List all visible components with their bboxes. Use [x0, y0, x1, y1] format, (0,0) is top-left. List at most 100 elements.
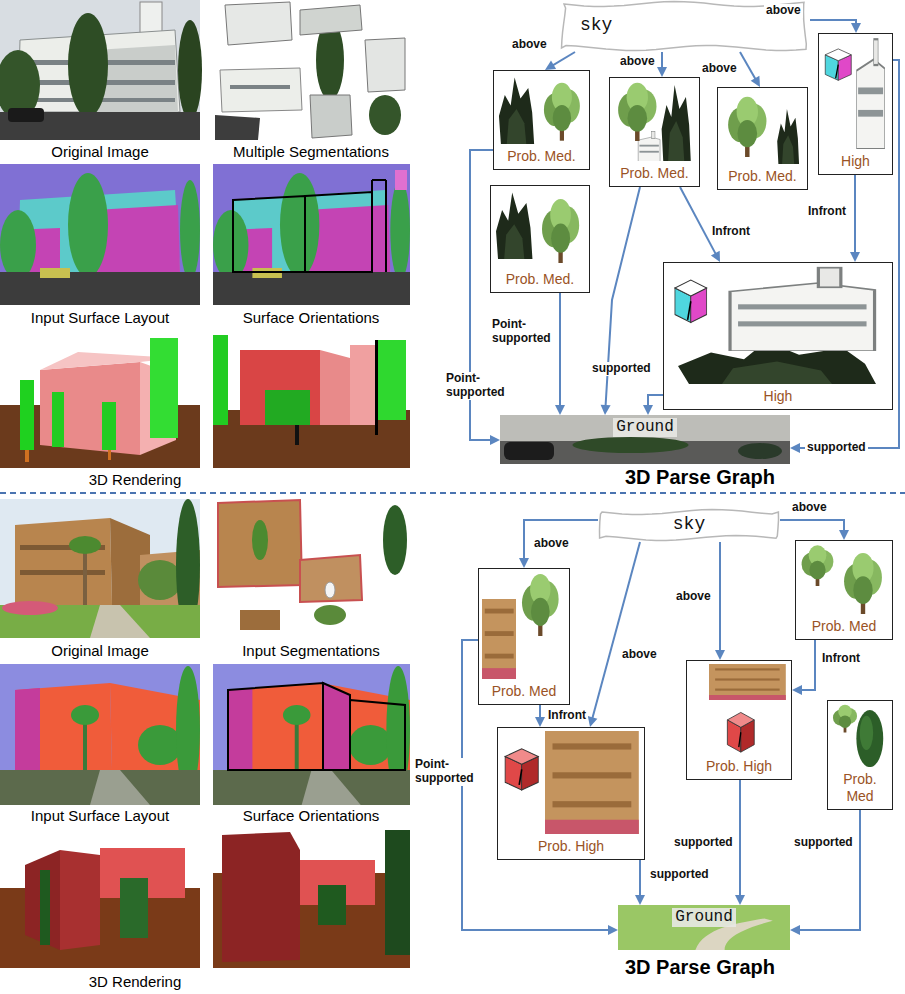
icon-shape — [545, 731, 639, 834]
node-label: Ground — [613, 418, 677, 437]
arrow-head — [850, 252, 860, 262]
illustration-shape — [222, 832, 300, 962]
illustration-shape — [350, 700, 405, 770]
tree-icon — [541, 81, 583, 141]
relation-arrow — [735, 780, 745, 905]
relation-label: Infront — [546, 709, 588, 723]
connector-line — [639, 860, 641, 897]
illustration-shape — [213, 335, 228, 425]
illustration-shape — [314, 605, 346, 625]
relation-label: above — [510, 38, 549, 52]
redcube-icon — [724, 705, 758, 755]
segment-box: Prob. Med. — [717, 87, 808, 190]
icon-shape — [496, 193, 532, 260]
icon-shape — [738, 321, 866, 326]
illustration-shape — [69, 536, 101, 554]
ground-shape — [500, 415, 790, 464]
illustration-shape — [305, 192, 372, 272]
icon-shape — [777, 109, 799, 165]
arrow-head — [608, 925, 618, 935]
icon-shape — [715, 678, 780, 680]
relation-arrow — [657, 52, 667, 77]
icon-shape — [709, 695, 786, 700]
relation-arrow — [850, 175, 860, 262]
illustration-shape — [225, 2, 292, 45]
illustration-shape — [230, 85, 290, 89]
illustration-shape — [300, 555, 362, 602]
connector-line — [810, 20, 856, 25]
rendering-3d — [0, 330, 200, 468]
icon-shape — [856, 59, 884, 149]
icon-shape — [738, 732, 740, 747]
arrow-head — [715, 650, 725, 660]
illustration-shape — [8, 108, 44, 122]
connector-line — [719, 542, 721, 652]
orientation-outlines — [228, 683, 405, 770]
tree-icon — [539, 197, 582, 264]
node-label: Prob. Med. — [721, 168, 804, 185]
panel-caption: Surface Orientations — [243, 807, 380, 824]
ground-shape — [500, 415, 790, 441]
tree-icon — [519, 572, 562, 636]
panel-caption: Surface Orientations — [243, 309, 380, 326]
relation-arrow — [792, 640, 815, 695]
icon-shape — [709, 664, 786, 700]
icon-shape — [737, 120, 757, 147]
arrow-head — [851, 23, 861, 33]
icon-shape — [485, 631, 514, 636]
relation-arrow — [715, 542, 725, 660]
node-label: Ground — [672, 908, 736, 927]
relation-label: above — [620, 648, 659, 662]
segment-box: Prob. High — [497, 727, 645, 860]
illustration-shape — [120, 878, 148, 938]
tree-icon — [615, 81, 660, 141]
icon-shape — [640, 151, 659, 153]
arrow-head — [588, 716, 598, 727]
illustration-shape — [15, 518, 112, 605]
relation-arrow — [555, 293, 565, 415]
illustration-shape — [68, 173, 108, 277]
graph-title: 3D Parse Graph — [625, 466, 775, 489]
relation-label: Infront — [820, 652, 862, 666]
illustration-shape — [90, 605, 150, 638]
illustration-shape — [385, 830, 410, 955]
illustration-shape — [233, 196, 305, 272]
illustration-shape — [150, 338, 178, 438]
brick-icon — [545, 731, 639, 834]
illustration-shape — [318, 885, 346, 925]
illustration-shape — [0, 330, 200, 468]
icon-shape — [482, 599, 516, 679]
ground-shape — [738, 443, 782, 459]
arrow-head — [555, 405, 565, 415]
icon-shape — [688, 301, 691, 320]
node-label: sky — [580, 15, 612, 37]
illustration-shape — [295, 425, 299, 445]
illustration-shape — [320, 350, 350, 425]
illustration-shape — [310, 95, 352, 138]
illustration-shape — [375, 340, 378, 435]
arrow-head — [790, 443, 800, 453]
illustration-shape — [383, 505, 407, 575]
connector-line — [524, 520, 598, 560]
icon-shape — [545, 820, 639, 834]
tree-icon — [725, 95, 770, 157]
illustration-shape — [71, 705, 99, 725]
arrow-head — [490, 435, 500, 445]
tree-icon — [831, 704, 859, 733]
illustration-shape — [365, 38, 405, 92]
icon-shape — [482, 668, 516, 679]
illustration-shape — [178, 20, 202, 120]
connector-line — [780, 520, 844, 532]
relation-label: supported — [672, 836, 735, 850]
connector-line — [740, 52, 756, 80]
arrow-head — [790, 925, 800, 935]
icon-shape — [730, 283, 875, 351]
icon-shape — [818, 268, 840, 288]
icon-shape — [507, 109, 527, 144]
relation-arrow — [810, 20, 861, 33]
connector-line — [559, 293, 561, 407]
illustration-shape — [0, 664, 200, 805]
surface-orientation-base — [213, 664, 410, 805]
illustration-shape — [0, 164, 200, 305]
illustration-shape — [25, 450, 29, 462]
